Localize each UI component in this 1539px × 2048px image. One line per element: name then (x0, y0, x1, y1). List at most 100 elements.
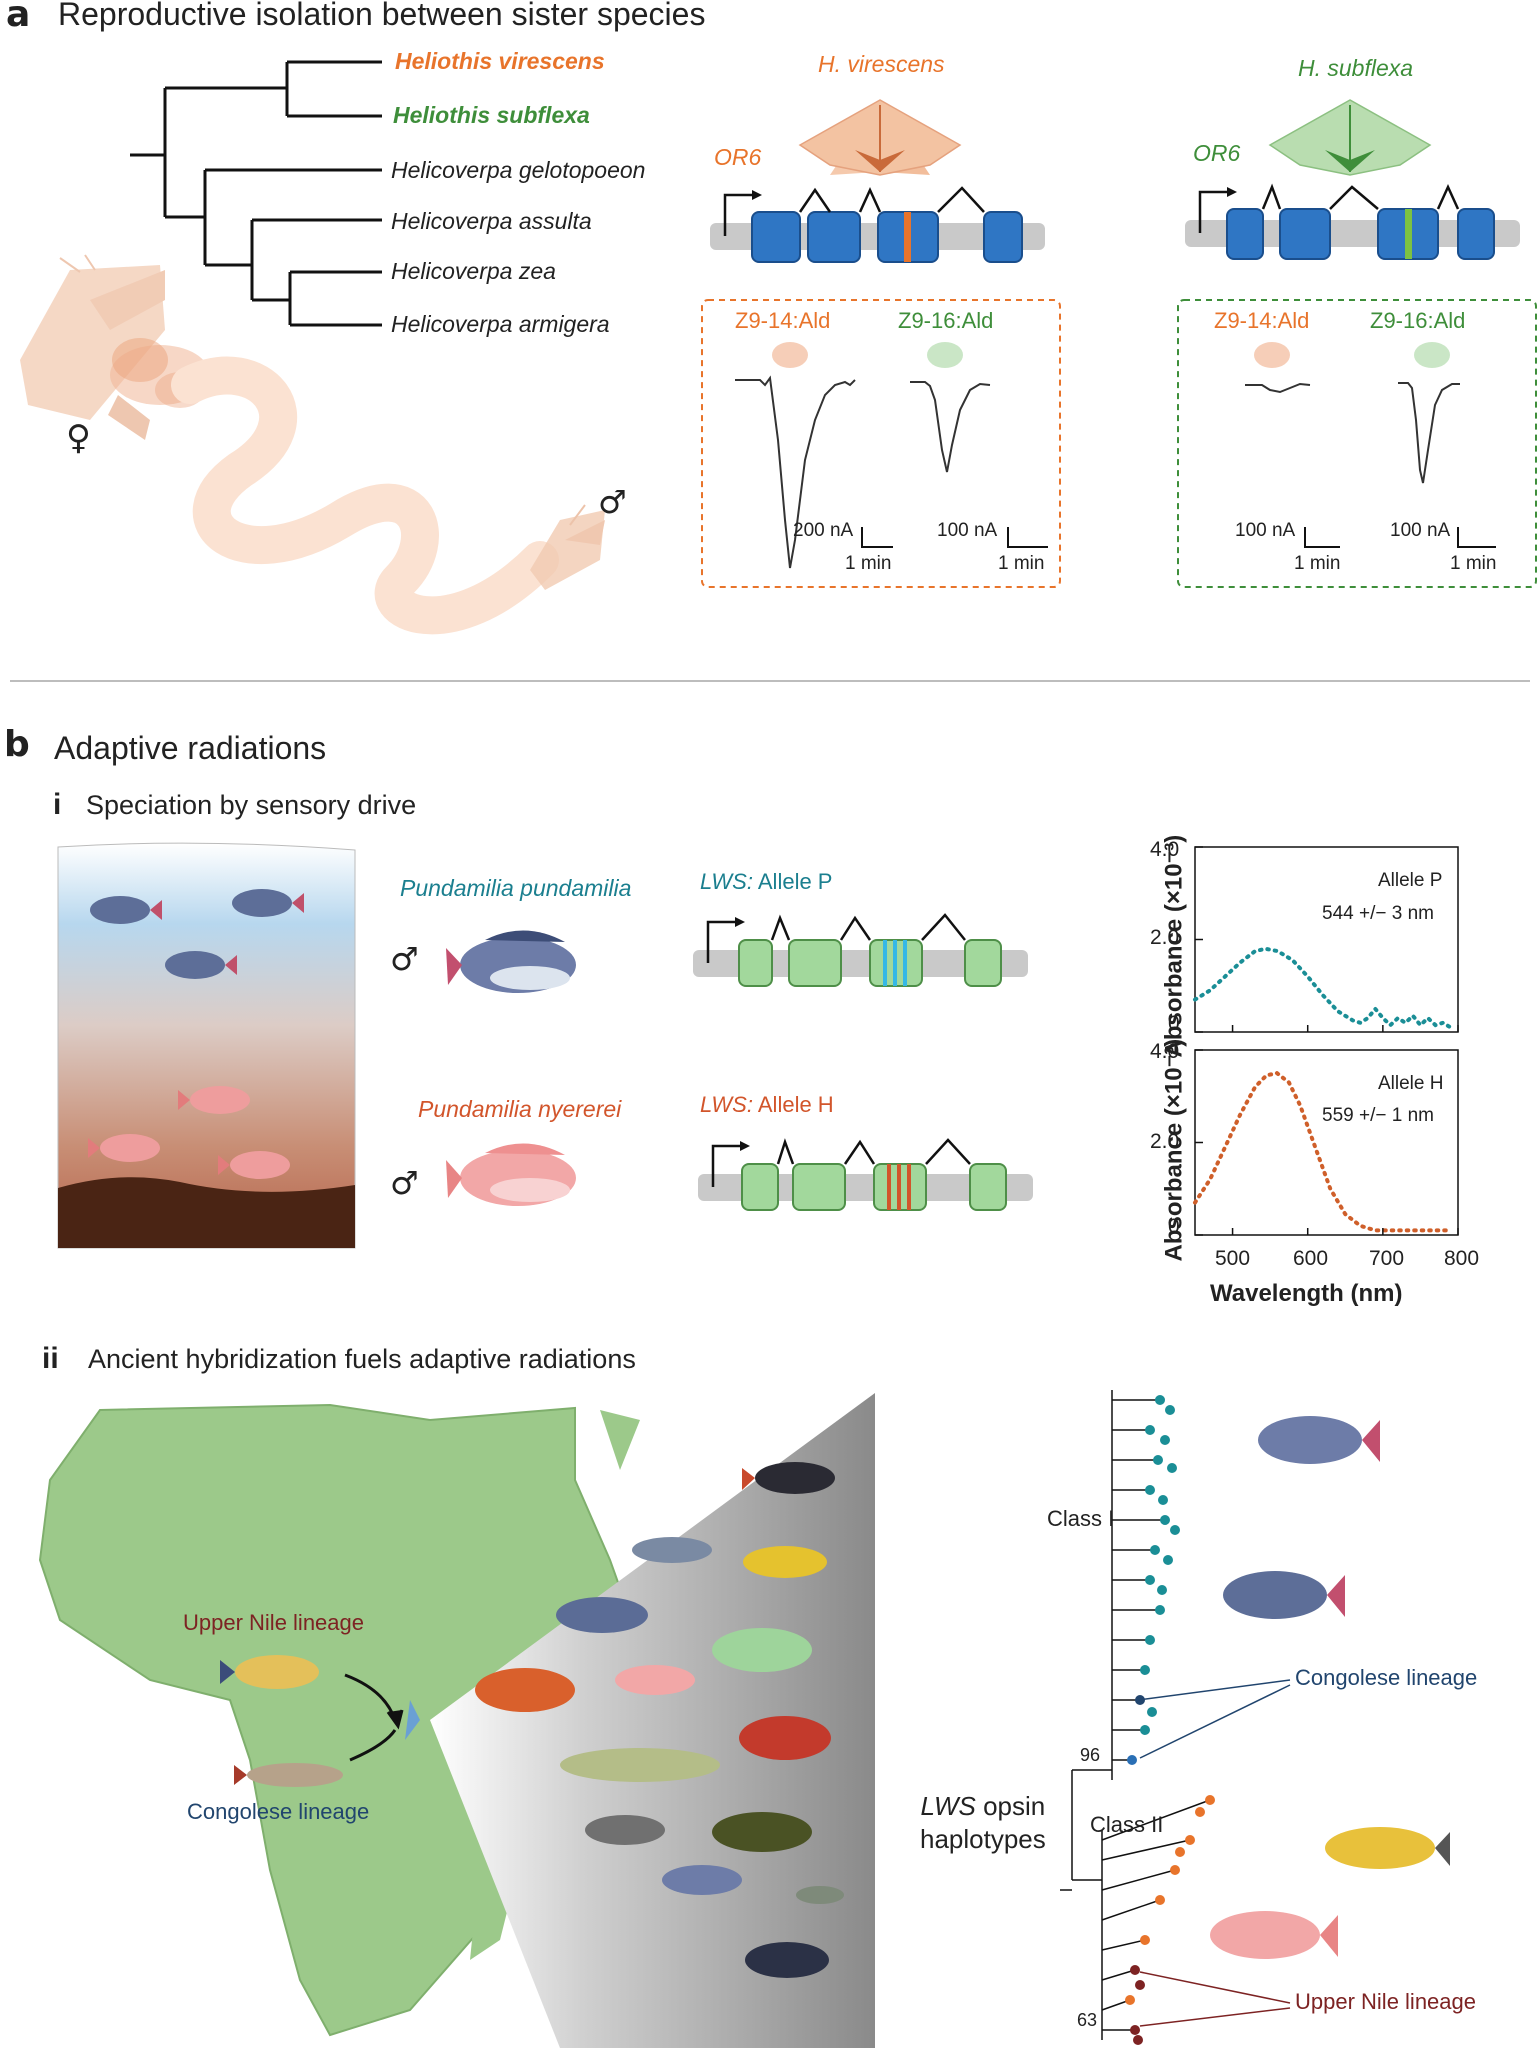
hybridization-arrows (344, 1673, 404, 1762)
lws-gene-name: LWS: (700, 869, 753, 894)
haplotype-tip-dot (1158, 1495, 1168, 1505)
ligand-label-z9-16: Z9-16:Ald (898, 308, 994, 333)
haplotype-tip-dot (1133, 2035, 1143, 2045)
chart-p-annotation: Allele P (1378, 870, 1443, 891)
haplotype-tip-dot (1175, 1847, 1185, 1857)
scale-label-time: 1 min (998, 553, 1045, 574)
haplotype-tip-dot (1140, 1725, 1150, 1735)
haplotype-tip-dot (1127, 1755, 1137, 1765)
male-symbol: ♂ (390, 940, 419, 978)
chart-xlabel: Wavelength (nm) (1210, 1280, 1403, 1307)
species1-label: Pundamilia pundamilia (400, 875, 632, 901)
lws-gene-model-allele-p (693, 913, 1028, 987)
blue-cichlid-in-lake (90, 889, 304, 979)
trace-virescens-z9-14 (735, 375, 856, 569)
lws-gene-name: LWS: (700, 1092, 753, 1117)
panel-b-letter: b (4, 724, 30, 765)
z9-14-smudge (772, 342, 808, 368)
bootstrap-63: 63 (1077, 2010, 1098, 2030)
haplotype-tip-dot (1135, 1980, 1145, 1990)
scale-bar (1304, 527, 1340, 548)
haplotype-tip-dot (1170, 1525, 1180, 1535)
haplotype-tip-dot (1165, 1405, 1175, 1415)
haplotype-tip-dot (1140, 1935, 1150, 1945)
y-tick-label: 4.0 (1150, 1040, 1180, 1063)
species-label: Heliothis virescens (395, 48, 605, 74)
haplotype-tip-dot (1145, 1635, 1155, 1645)
species-label: Helicoverpa assulta (391, 208, 592, 234)
haplotype-tip-dot (1160, 1435, 1170, 1445)
h-virescens-moth-illustration (798, 99, 962, 176)
h-subflexa-moth-illustration (1268, 99, 1432, 176)
male-moth-illustration (530, 504, 605, 590)
haplotype-tip-dot (1153, 1455, 1163, 1465)
class-ii-fish (1210, 1827, 1450, 1959)
ligand-label-z9-16: Z9-16:Ald (1370, 308, 1466, 333)
lws-haplotypes-line2: haplotypes (920, 1824, 1046, 1854)
absorbance-series-line (1193, 946, 1453, 1030)
x-tick-label: 600 (1293, 1247, 1329, 1270)
upper-nile-pointer-lines (1139, 1971, 1291, 2027)
haplotype-tip-dot (1130, 2025, 1140, 2035)
congolese-pointer-lines (1137, 1679, 1291, 1759)
male-symbol: ♂ (390, 1164, 419, 1202)
congolese-lineage-fish (234, 1763, 343, 1787)
or6-gene-label: OR6 (1193, 140, 1241, 166)
scale-bar (1007, 527, 1048, 548)
pheromone-trail (171, 356, 559, 635)
scale-bar (1457, 527, 1496, 548)
haplotype-tip-dot (1160, 1515, 1170, 1525)
z9-16-smudge (1414, 342, 1450, 368)
lws-gene-name: LWS (920, 1791, 976, 1821)
lws-haplotype-tree (1060, 1390, 1211, 2040)
class-i-fish (1223, 1416, 1380, 1619)
female-symbol: ♀ (66, 418, 91, 458)
scale-label-current: 200 nA (793, 520, 854, 541)
radiation-cichlid-fish (475, 1462, 844, 1978)
haplotype-tip-dot (1147, 1707, 1157, 1717)
ligand-label-z9-14: Z9-14:Ald (735, 308, 831, 333)
h-virescens-label: H. virescens (818, 51, 945, 77)
species-label: Helicoverpa gelotopoeon (391, 157, 646, 183)
y-tick-label: 0 (1168, 1215, 1180, 1238)
haplotype-tip-dot (1185, 1835, 1195, 1845)
lws-haplotypes-line1: LWS opsin (920, 1790, 1046, 1823)
lws-allele-h-label: LWS: Allele H (700, 1092, 834, 1118)
z9-16-smudge (927, 342, 963, 368)
species-label: Heliothis subflexa (393, 102, 590, 128)
x-tick-label: 700 (1369, 1247, 1405, 1270)
haplotype-tip-dot (1155, 1605, 1165, 1615)
haplotype-tip-dot (1163, 1555, 1173, 1565)
upper-nile-tree-label: Upper Nile lineage (1295, 1989, 1476, 2014)
y-tick-label: 2.0 (1150, 1130, 1180, 1153)
haplotype-tip-dot (1150, 1545, 1160, 1555)
sub-ii-title: Ancient hybridization fuels adaptive rad… (88, 1344, 636, 1374)
x-tick-label: 500 (1215, 1247, 1251, 1270)
z9-14-smudge (1254, 342, 1290, 368)
chart-h-annotation: Allele H (1378, 1073, 1444, 1094)
red-cichlid-in-lake (88, 1086, 290, 1179)
sub-i-title: Speciation by sensory drive (86, 790, 417, 820)
class-ii-label: Class II (1090, 1812, 1164, 1837)
trace-virescens-z9-16 (910, 381, 991, 473)
chart-p-peak-label: 544 +/− 3 nm (1322, 903, 1434, 924)
y-tick-label: 4.0 (1150, 838, 1180, 861)
haplotype-tip-dot (1145, 1575, 1155, 1585)
class-i-label: Class I (1047, 1506, 1115, 1531)
chart-h-peak-label: 559 +/− 1 nm (1322, 1105, 1434, 1126)
chart-h-ylabel: Absorbance (×10⁻³) (1160, 1038, 1188, 1262)
scale-label-time: 1 min (845, 553, 892, 574)
h-subflexa-label: H. subflexa (1298, 55, 1414, 81)
haplotype-tip-dot (1155, 1395, 1165, 1405)
haplotype-tip-dot (1125, 1995, 1135, 2005)
haplotype-tip-dot (1157, 1585, 1167, 1595)
sub-i-numeral: i (53, 788, 62, 821)
species-label: Helicoverpa zea (391, 258, 556, 284)
y-tick-label: 2.0 (1150, 926, 1180, 949)
panel-a-title: Reproductive isolation between sister sp… (58, 0, 706, 32)
lws-gene-model-allele-h (698, 1138, 1033, 1211)
upper-nile-map-label: Upper Nile lineage (183, 1610, 364, 1635)
scale-bar (861, 527, 893, 548)
scale-label-current: 100 nA (1235, 520, 1296, 541)
or6-gene-model-subflexa (1185, 183, 1520, 260)
